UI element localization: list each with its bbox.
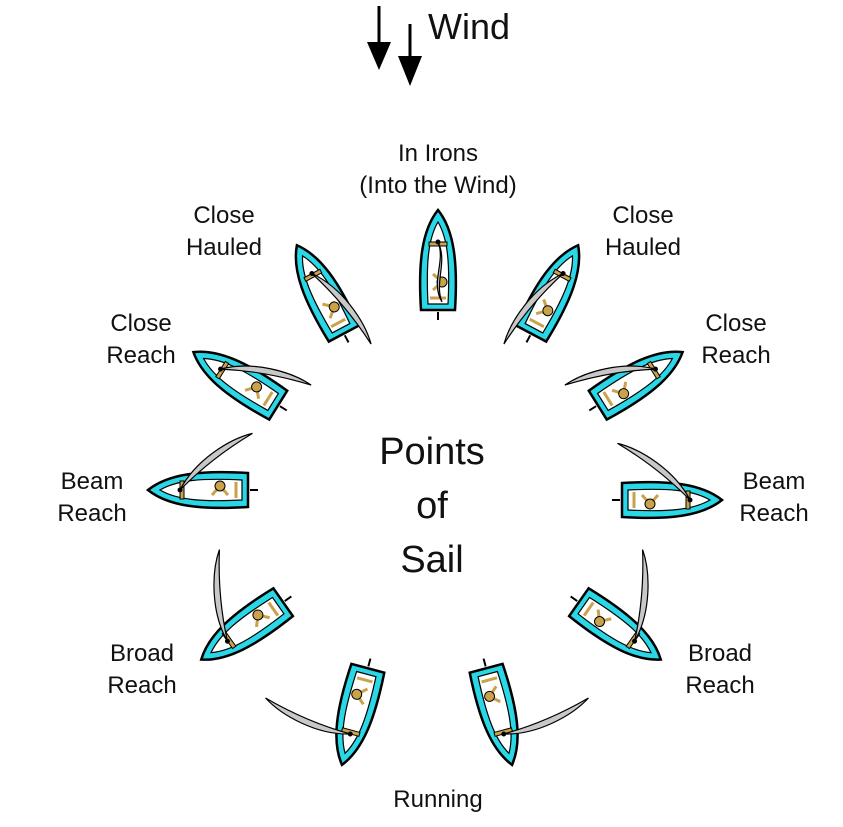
label-broad-reach-right: Broad Reach	[685, 640, 755, 699]
sail-icon	[503, 272, 564, 345]
diagram-title: Points of Sail	[379, 425, 485, 587]
sail-icon	[265, 697, 351, 735]
label-close-hauled-left: Close Hauled	[185, 202, 263, 261]
boat-beam-reach-left	[146, 432, 260, 510]
sail-icon	[179, 432, 253, 491]
label-in-irons: In Irons (Into the Wind)	[359, 140, 517, 199]
title-line-1: Points	[379, 431, 485, 473]
label-close-reach-right: Close Reach	[701, 310, 771, 369]
boat-broad-reach-left	[189, 549, 304, 676]
sail-icon	[633, 549, 649, 642]
label-close-hauled-right: Close Hauled	[604, 202, 682, 261]
boat-in-irons	[418, 208, 458, 322]
sail-icon	[220, 365, 312, 386]
sail-icon	[213, 549, 229, 642]
boat-beam-reach-right	[610, 442, 724, 520]
sail-icon	[436, 241, 443, 303]
label-broad-reach-left: Broad Reach	[107, 640, 177, 699]
boat-close-reach-left	[182, 335, 312, 428]
sail-icon	[564, 365, 656, 386]
label-beam-reach-right: Beam Reach	[739, 468, 809, 527]
sail-icon	[311, 272, 372, 345]
sail-icon	[503, 697, 589, 735]
label-running: Running	[393, 786, 483, 813]
boat-close-hauled-right	[503, 235, 596, 353]
title-line-3: Sail	[400, 539, 464, 581]
title-line-2: of	[416, 485, 448, 527]
sail-icon	[617, 442, 691, 501]
label-close-reach-left: Close Reach	[106, 310, 176, 369]
boat-broad-reach-right	[558, 549, 673, 676]
label-beam-reach-left: Beam Reach	[57, 468, 127, 527]
boat-running-right	[464, 652, 589, 772]
boat-close-reach-right	[564, 335, 694, 428]
wind-arrows-icon	[367, 6, 422, 86]
boat-running-left	[265, 652, 390, 772]
boat-close-hauled-left	[279, 235, 372, 353]
wind-label: Wind	[428, 6, 511, 47]
